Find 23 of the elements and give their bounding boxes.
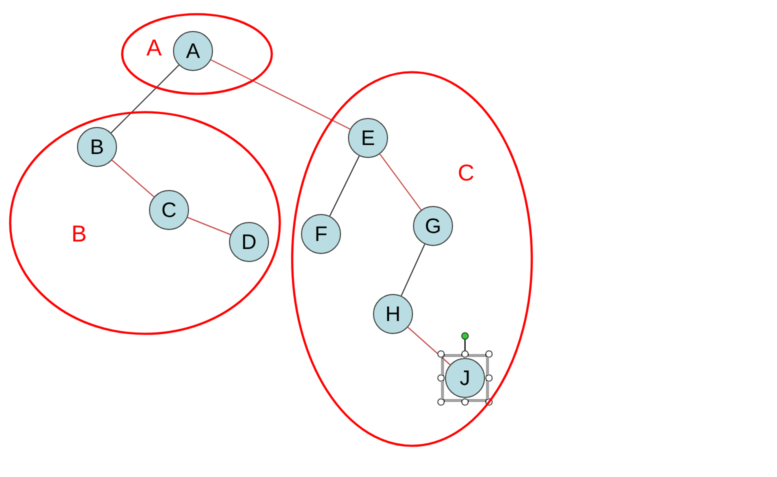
tree-node: C (149, 190, 189, 230)
group-label: A (146, 36, 162, 60)
connector-line (400, 244, 426, 296)
group-label: C (458, 162, 474, 184)
connector-line (329, 156, 360, 216)
tree-node: A (173, 31, 213, 71)
group-ellipse (9, 111, 281, 335)
tree-node: D (229, 222, 269, 262)
tree-node: E (348, 118, 388, 158)
connector-line (112, 160, 154, 198)
tree-node: F (301, 214, 341, 254)
tree-node: B (77, 127, 117, 167)
connector-line (408, 326, 450, 366)
connector-line (110, 64, 180, 134)
group-label: B (71, 222, 87, 246)
group-ellipse (291, 71, 533, 447)
connector-line (379, 154, 422, 210)
connector-line (210, 59, 350, 130)
tree-node: J (445, 358, 485, 398)
connector-line (187, 216, 231, 236)
group-ellipse (121, 13, 273, 95)
tree-node: H (373, 294, 413, 334)
tree-node: G (413, 206, 453, 246)
